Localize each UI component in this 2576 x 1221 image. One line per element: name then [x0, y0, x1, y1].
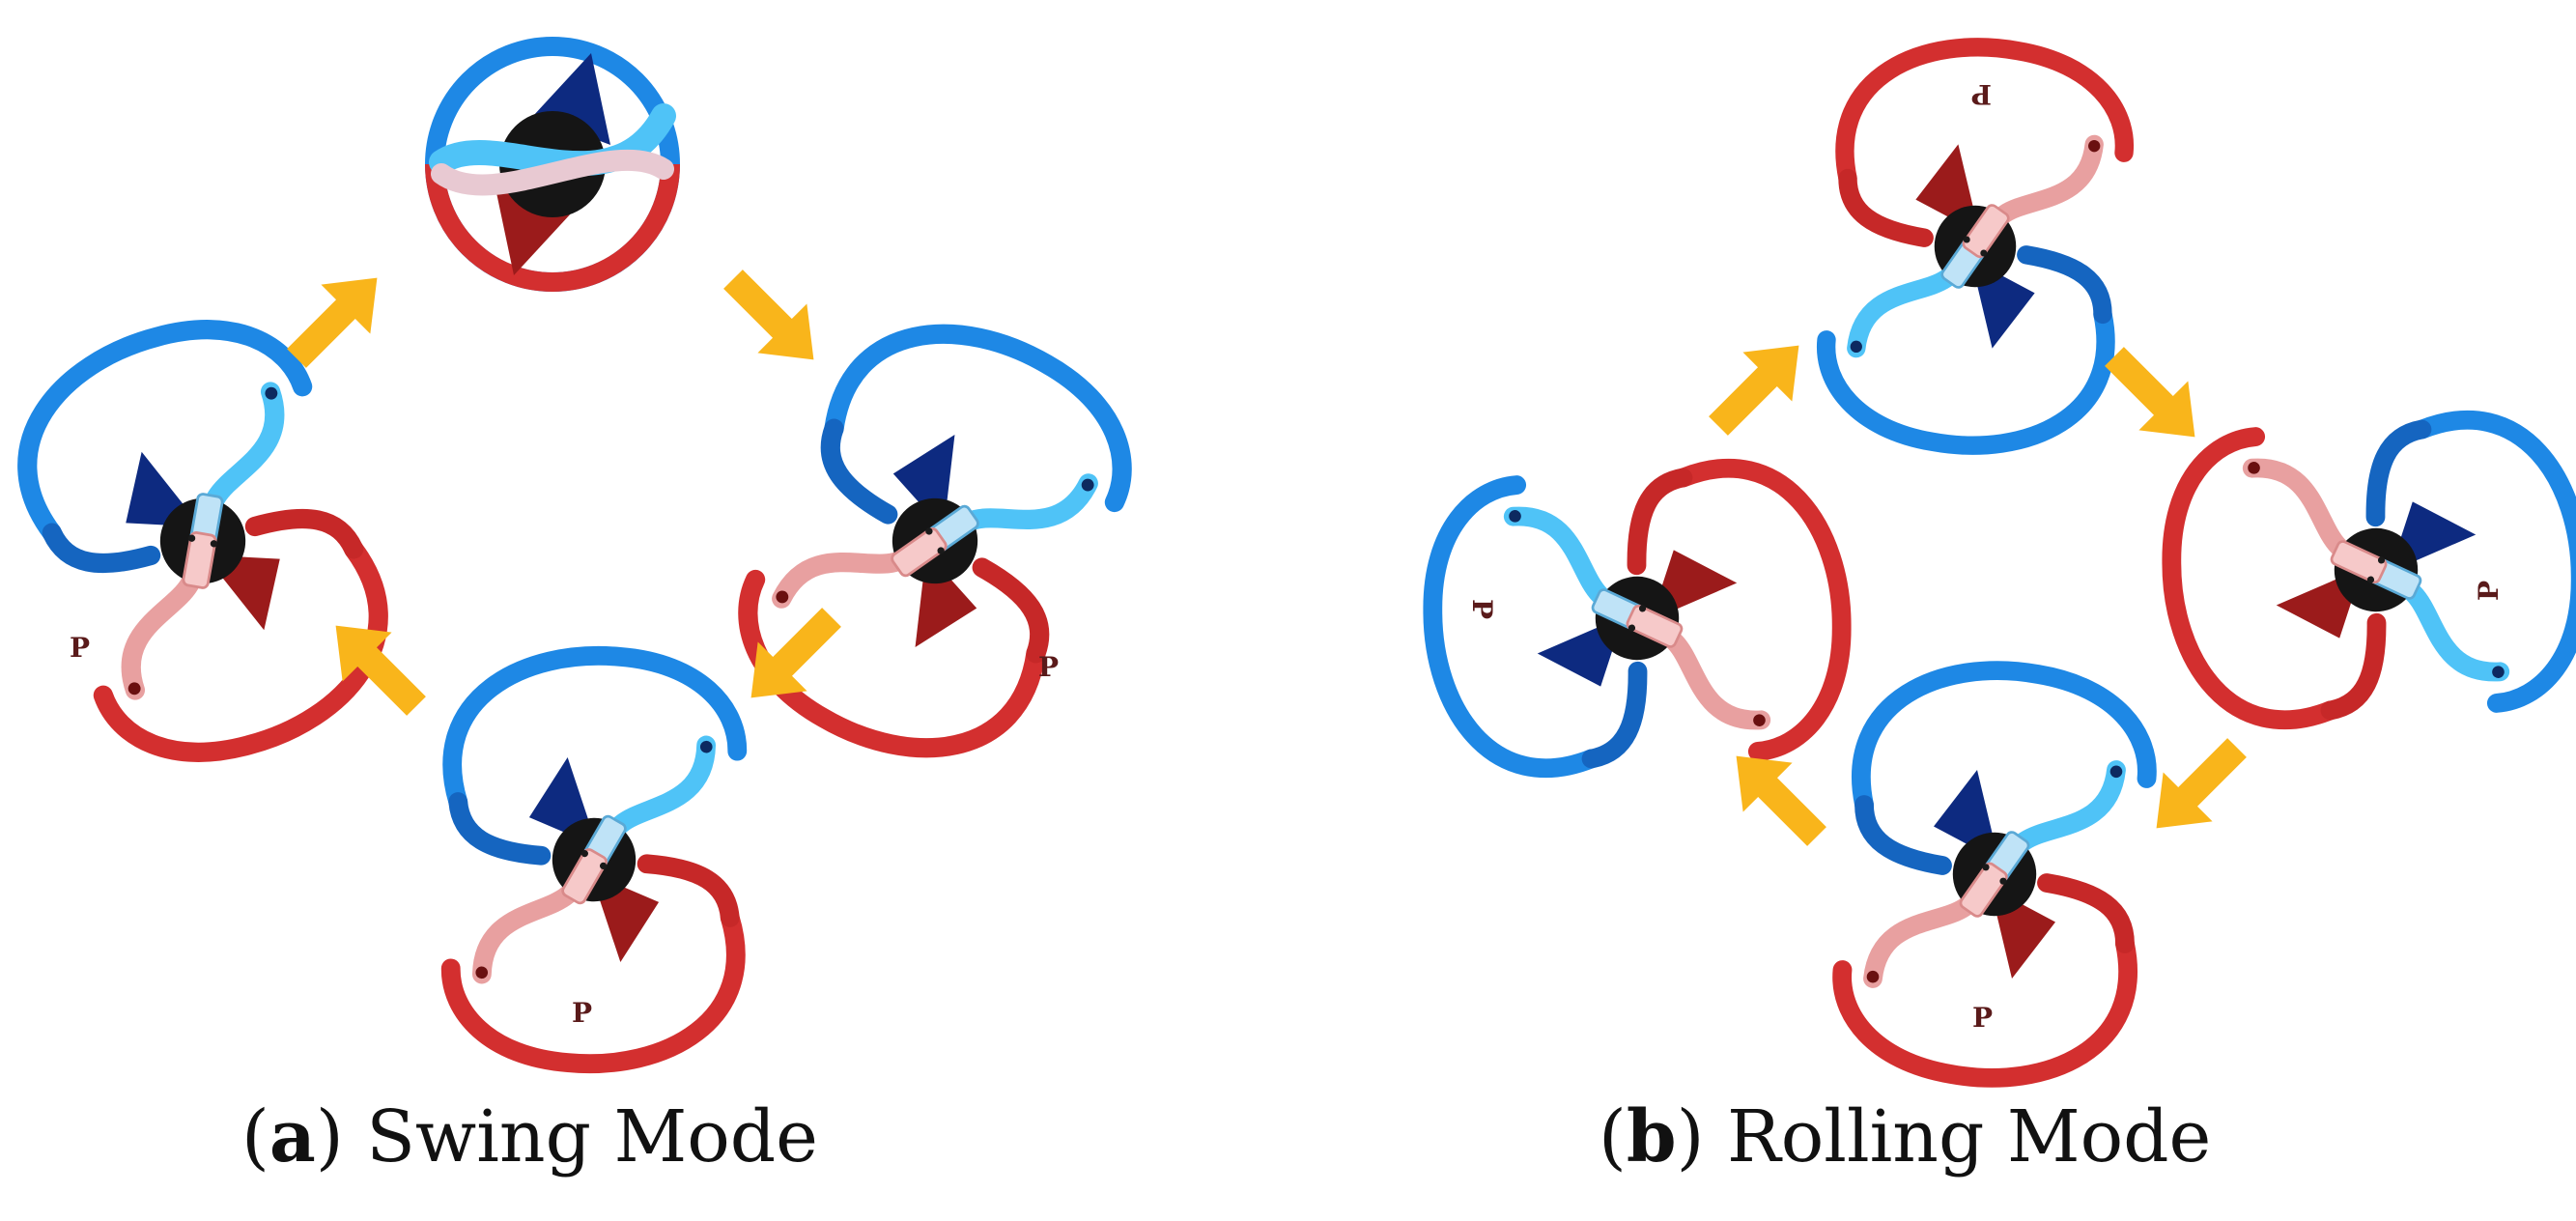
robot-rolling-right: [2149, 384, 2576, 755]
robot-swing-bottom: [424, 643, 763, 1076]
module-mark-a-right: P: [1038, 651, 1059, 683]
module-mark-a-left: P: [70, 632, 90, 664]
module-mark-b-bottom: P: [1972, 1002, 1993, 1034]
module-mark-b-left: P: [1466, 599, 1498, 619]
caption-a-letter: a: [269, 1095, 316, 1178]
caption-a-title: Swing Mode: [366, 1095, 818, 1178]
robot-closed-sphere: [425, 37, 680, 292]
caption-swing-mode: (a) Swing Mode: [241, 1095, 818, 1178]
panel-b-rolling-mode: P P P P: [1410, 47, 2576, 1078]
arrow-b-up-right: [1693, 321, 1824, 451]
module-mark-b-top: P: [1971, 78, 1992, 110]
panel-a-swing-mode: P P P: [0, 37, 1153, 1076]
caption-b-title: Rolling Mode: [1727, 1095, 2212, 1178]
caption-rolling-mode: (b) Rolling Mode: [1599, 1095, 2212, 1178]
robot-rolling-bottom: [1842, 670, 2147, 1078]
module-mark-b-right: P: [2473, 581, 2505, 601]
robot-swing-right: [718, 292, 1153, 789]
caption-b-letter: b: [1626, 1095, 1677, 1178]
robot-swing-left: [0, 286, 432, 795]
module-mark-a-bottom: P: [572, 997, 592, 1029]
arrow-a-down-right: [708, 254, 838, 384]
